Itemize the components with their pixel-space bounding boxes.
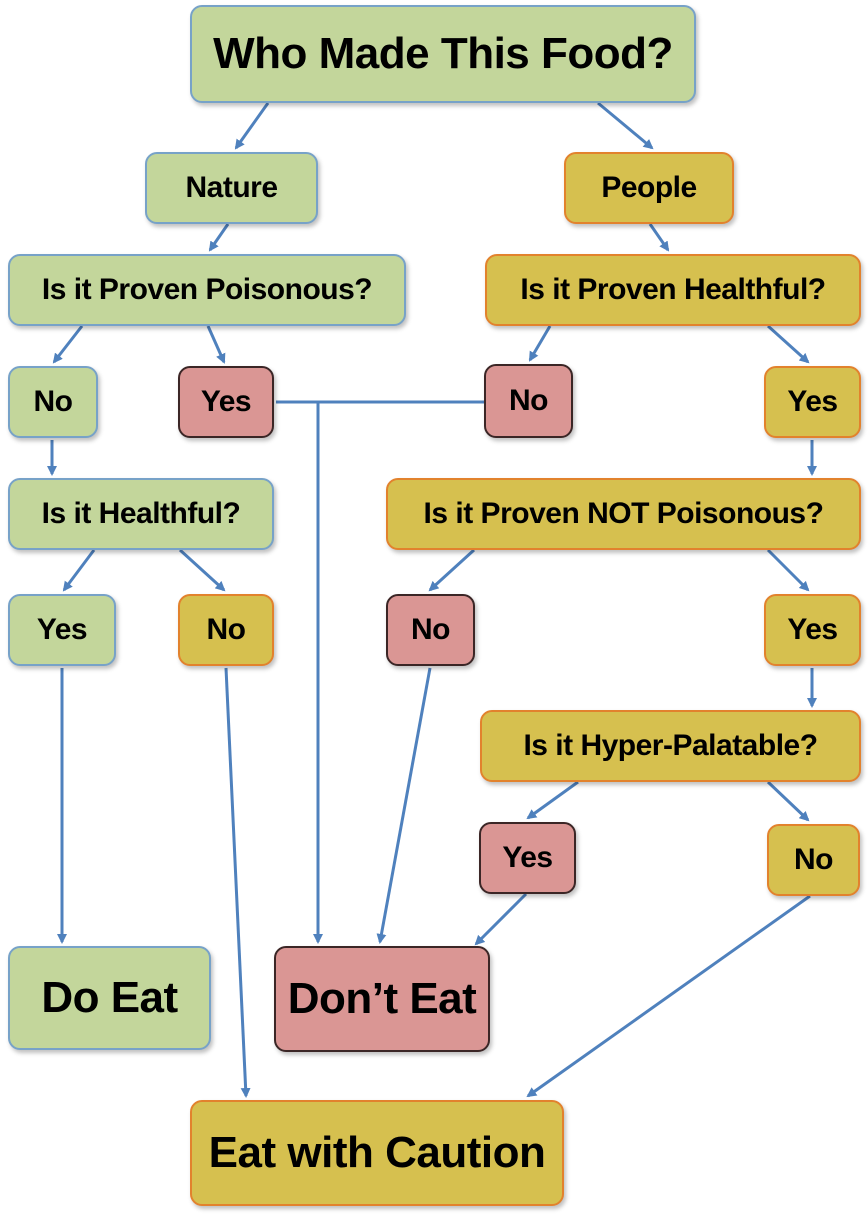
arrow-root-to-people xyxy=(597,101,654,150)
arrow-poisonous-to-yes xyxy=(206,325,226,364)
palatable-no-box: No xyxy=(767,824,860,896)
arrow-healthful-to-yes xyxy=(62,549,96,592)
healthful-box: Is it Healthful? xyxy=(8,478,274,550)
people-no-box: No xyxy=(484,364,573,438)
arrow-palatable-to-no xyxy=(766,780,810,822)
do-eat-box: Do Eat xyxy=(8,946,211,1050)
arrow-healthful-to-no xyxy=(178,548,226,592)
proven-healthful-box: Is it Proven Healthful? xyxy=(485,254,861,326)
not-poisonous-no-box: No xyxy=(386,594,475,666)
arrow-healthful-proven-to-no xyxy=(528,325,552,362)
healthful-no-box: No xyxy=(178,594,274,666)
arrow-not-poisonous-to-no xyxy=(428,548,476,592)
arrow-not-poisonous-no-to-dont-eat xyxy=(376,667,432,944)
arrow-poisonous-to-no xyxy=(52,325,84,364)
arrow-healthful-proven-to-yes xyxy=(766,324,810,364)
arrow-root-to-nature xyxy=(234,102,270,150)
eat-with-caution-box: Eat with Caution xyxy=(190,1100,564,1206)
arrow-not-poisonous-to-yes xyxy=(766,548,810,592)
who-made-this-food-box: Who Made This Food? xyxy=(190,5,696,103)
hyper-palatable-box: Is it Hyper-Palatable? xyxy=(480,710,861,782)
proven-poisonous-box: Is it Proven Poisonous? xyxy=(8,254,406,326)
people-box: People xyxy=(564,152,734,224)
nature-yes-box: Yes xyxy=(178,366,274,438)
dont-eat-box: Don’t Eat xyxy=(274,946,490,1052)
proven-not-poisonous-box: Is it Proven NOT Poisonous? xyxy=(386,478,861,550)
arrow-palatable-to-yes xyxy=(526,780,579,820)
healthful-yes-box: Yes xyxy=(8,594,116,666)
nature-box: Nature xyxy=(145,152,318,224)
arrow-palatable-yes-to-dont-eat xyxy=(474,892,528,946)
arrow-people-to-healthful-proven xyxy=(648,223,670,252)
not-poisonous-yes-box: Yes xyxy=(764,594,861,666)
people-yes-box: Yes xyxy=(764,366,861,438)
arrow-healthful-no-to-caution xyxy=(224,667,251,1098)
arrow-nature-to-poisonous xyxy=(208,223,230,252)
nature-no-box: No xyxy=(8,366,98,438)
palatable-yes-box: Yes xyxy=(479,822,576,894)
arrow-palatable-no-to-caution xyxy=(526,894,811,1098)
